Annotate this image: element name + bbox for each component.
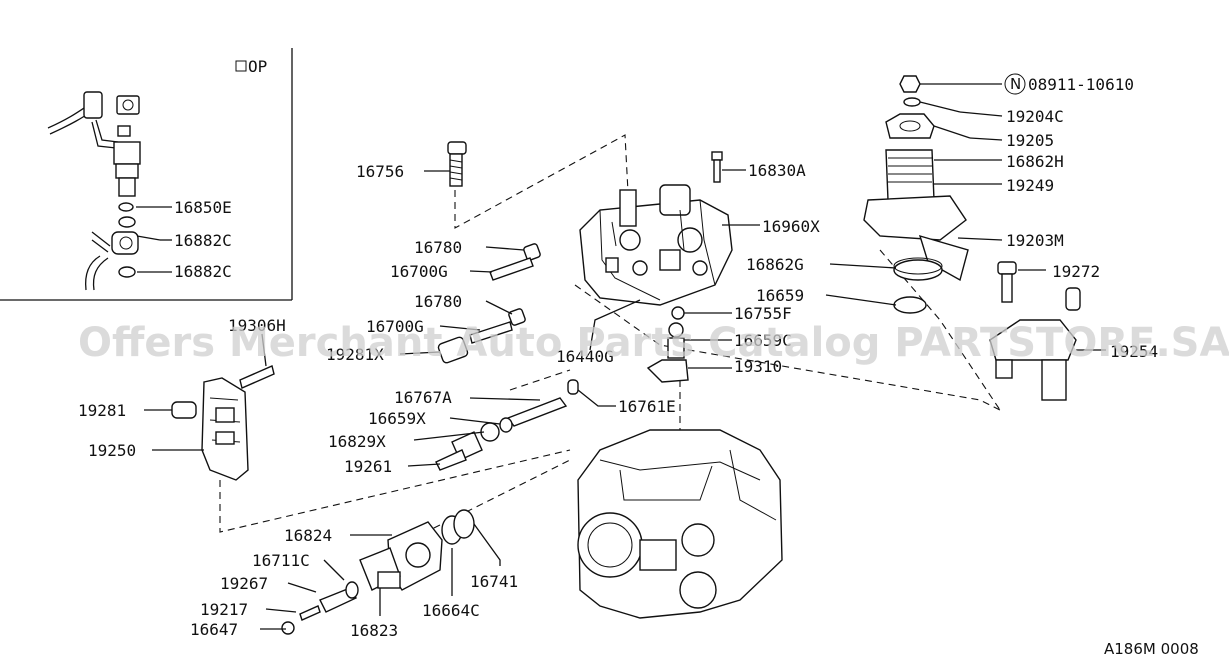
label-16741: 16741 [470,572,518,591]
label-16862H: 16862H [1006,152,1064,171]
label-16664C: 16664C [422,601,480,620]
label-19310: 19310 [734,357,782,376]
governor-stack [863,75,1081,401]
label-19249: 19249 [1006,176,1054,195]
label-16829X: 16829X [328,432,386,451]
label-19267: 19267 [220,574,268,593]
label-19281X: 19281X [326,345,384,364]
n-symbol: N [1010,75,1021,93]
label-19204C: 19204C [1006,107,1064,126]
label-16440G: 16440G [556,347,614,366]
label-16882C-a: 16882C [174,231,232,250]
label-16756: 16756 [356,162,404,181]
center-small-parts [171,306,689,471]
label-19281: 19281 [78,401,126,420]
label-19217: 19217 [200,600,248,619]
label-16700G-a: 16700G [390,262,448,281]
label-19306H: 19306H [228,316,286,335]
n-symbol-circle [1004,73,1026,95]
label-19272: 19272 [1052,262,1100,281]
pump-housing [577,429,783,619]
label-08911-10610: 08911-10610 [1028,75,1134,94]
label-19205: 19205 [1006,131,1054,150]
watermark: Offers Merchant Auto Parts Catalog PARTS… [78,320,1229,366]
label-19203M: 19203M [1006,231,1064,250]
label-16824: 16824 [284,526,332,545]
label-16711C: 16711C [252,551,310,570]
label-16755F: 16755F [734,304,792,323]
pump-top-cover [579,184,733,306]
label-16767A: 16767A [394,388,452,407]
inset-label: OP [248,57,267,76]
timer-assembly [281,509,475,635]
label-16659C: 16659C [734,331,792,350]
label-16780-b: 16780 [414,292,462,311]
label-16830A: 16830A [748,161,806,180]
label-16862G: 16862G [746,255,804,274]
governor-lever-assembly [201,377,249,481]
label-16761E: 16761E [618,397,676,416]
label-19250: 19250 [88,441,136,460]
label-16882C-b: 16882C [174,262,232,281]
label-19261: 19261 [344,457,392,476]
label-19254: 19254 [1110,342,1158,361]
part-labels: 16850E 16882C 16882C 16756 16830A 16960X… [78,75,1158,640]
cover-bolts [437,141,723,364]
leader-lines [144,83,1106,630]
label-16780-a: 16780 [414,238,462,257]
label-16700G-b: 16700G [366,317,424,336]
label-16659: 16659 [756,286,804,305]
label-16823: 16823 [350,621,398,640]
label-16850E: 16850E [174,198,232,217]
label-16960X: 16960X [762,217,820,236]
label-16647: 16647 [190,620,238,639]
diagram-code: A186M 0008 [1104,640,1199,658]
option-inset: OP [0,48,293,301]
label-16659X: 16659X [368,409,426,428]
